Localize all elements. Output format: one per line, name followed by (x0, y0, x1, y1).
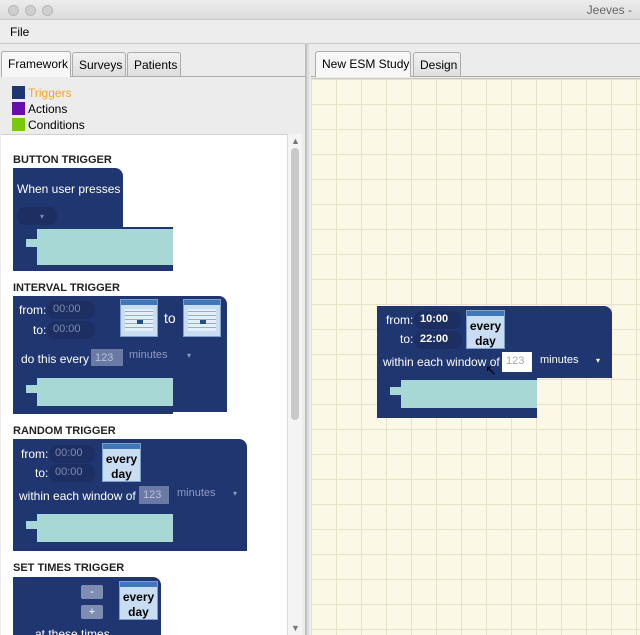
block-palette: BUTTON TRIGGER When user presses ▾ INTER… (1, 134, 287, 635)
set-times-calendar-every: every (122, 590, 155, 604)
conditions-swatch (12, 118, 25, 131)
menu-bar: File (0, 20, 640, 44)
canvas-unit-dropdown[interactable]: minutes ▾ (540, 354, 610, 366)
triggers-swatch (12, 86, 25, 99)
random-unit-label: minutes (177, 487, 216, 499)
button-trigger-text: When user presses (17, 182, 121, 196)
tab-surveys-label: Surveys (79, 58, 123, 72)
canvas-from-label: from: (386, 313, 414, 327)
canvas-within-each-window: within each window of (383, 355, 500, 369)
chevron-down-icon: ▾ (187, 351, 192, 360)
random-within-each-window: within each window of (19, 489, 136, 503)
left-tab-baseline (1, 76, 305, 77)
interval-from-clock-icon[interactable] (120, 299, 158, 337)
button-trigger-statement-slot[interactable] (37, 229, 173, 265)
legend-label-conditions: Conditions (28, 118, 85, 132)
random-from-time[interactable]: 00:00 (49, 445, 95, 463)
chevron-down-icon: ▾ (596, 356, 601, 365)
interval-trigger-title: INTERVAL TRIGGER (13, 282, 120, 294)
canvas-number-input[interactable]: 123 (502, 352, 532, 372)
tab-new-esm-study[interactable]: New ESM Study (315, 51, 411, 77)
close-window-button[interactable] (8, 5, 19, 16)
random-unit-dropdown[interactable]: minutes ▾ (177, 487, 247, 499)
clock-icon-header (184, 300, 220, 305)
random-trigger-title: RANDOM TRIGGER (13, 425, 116, 437)
interval-number-input[interactable]: 123 (91, 349, 123, 366)
interval-from-time[interactable]: 00:00 (47, 301, 95, 319)
set-times-calendar-day: day (128, 605, 149, 619)
tab-patients[interactable]: Patients (127, 52, 181, 76)
random-from-label: from: (21, 447, 49, 461)
statement-notch (26, 385, 38, 393)
menu-file[interactable]: File (10, 25, 30, 39)
palette-scrollbar[interactable]: ▲ ▼ (287, 134, 302, 635)
canvas-calendar-day: day (475, 334, 496, 348)
set-times-at-these-times: at these times (35, 627, 110, 635)
window-title: Jeeves - (586, 3, 632, 17)
interval-unit-dropdown[interactable]: minutes ▾ (129, 349, 201, 361)
canvas-to-time[interactable]: 22:00 (414, 331, 462, 349)
interval-to-label: to: (33, 323, 47, 337)
scroll-down-icon[interactable]: ▼ (291, 623, 300, 633)
tab-framework[interactable]: Framework (1, 51, 71, 77)
legend-item-triggers[interactable]: Triggers (12, 86, 132, 100)
canvas-from-time[interactable]: 10:00 (414, 311, 462, 329)
statement-notch (26, 239, 38, 247)
legend-item-actions[interactable]: Actions (12, 102, 132, 116)
tab-framework-label: Framework (8, 57, 69, 71)
legend-label-triggers: Triggers (28, 86, 72, 100)
scroll-up-icon[interactable]: ▲ (291, 136, 300, 146)
set-times-trigger-title: SET TIMES TRIGGER (13, 562, 125, 574)
random-number-input[interactable]: 123 (139, 486, 169, 504)
interval-to-word: to (164, 310, 176, 326)
chevron-down-icon: ▾ (233, 489, 238, 498)
button-select-dropdown[interactable]: ▾ (17, 207, 57, 225)
calendar-icon-header (120, 582, 157, 587)
split-pane-divider[interactable] (306, 44, 309, 635)
canvas-statement-slot[interactable] (401, 380, 537, 408)
tab-design-label: Design (420, 58, 458, 72)
interval-unit-label: minutes (129, 349, 168, 361)
interval-statement-slot[interactable] (37, 378, 173, 406)
tab-patients-label: Patients (134, 58, 178, 72)
tab-new-esm-study-label: New ESM Study (322, 57, 410, 71)
random-to-time[interactable]: 00:00 (49, 464, 95, 482)
canvas-calendar-every: every (469, 319, 502, 333)
chevron-down-icon: ▾ (40, 212, 45, 221)
clock-icon-marker (137, 320, 143, 324)
legend-item-conditions[interactable]: Conditions (12, 118, 132, 132)
button-trigger-title: BUTTON TRIGGER (13, 154, 112, 166)
set-times-minus-button[interactable]: - (81, 585, 103, 599)
set-times-calendar-icon[interactable]: every day (119, 581, 158, 620)
tab-design[interactable]: Design (413, 52, 461, 76)
mouse-cursor-icon: ↖ (485, 362, 497, 378)
canvas-to-label: to: (400, 332, 414, 346)
scrollbar-thumb[interactable] (291, 148, 299, 420)
canvas-calendar-icon[interactable]: every day (466, 310, 505, 349)
legend-label-actions: Actions (28, 102, 68, 116)
calendar-icon-header (467, 311, 504, 316)
statement-notch (390, 387, 402, 395)
random-to-label: to: (35, 466, 49, 480)
interval-to-time[interactable]: 00:00 (47, 321, 95, 339)
random-calendar-icon[interactable]: every day (102, 443, 141, 482)
clock-icon-header (121, 300, 157, 305)
interval-from-label: from: (19, 303, 47, 317)
right-tab-baseline (311, 76, 640, 77)
actions-swatch (12, 102, 25, 115)
minimize-window-button[interactable] (25, 5, 36, 16)
interval-to-clock-icon[interactable] (183, 299, 221, 337)
window-titlebar: Jeeves - (0, 0, 640, 20)
interval-do-this-every: do this every (21, 352, 90, 366)
clock-icon-marker (200, 320, 206, 324)
random-calendar-day: day (111, 467, 132, 481)
zoom-window-button[interactable] (42, 5, 53, 16)
set-times-plus-button[interactable]: + (81, 605, 103, 619)
statement-notch (26, 521, 38, 529)
random-calendar-every: every (105, 452, 138, 466)
calendar-icon-header (103, 444, 140, 449)
random-statement-slot[interactable] (37, 514, 173, 542)
canvas-unit-label: minutes (540, 354, 579, 366)
tab-surveys[interactable]: Surveys (72, 52, 126, 76)
